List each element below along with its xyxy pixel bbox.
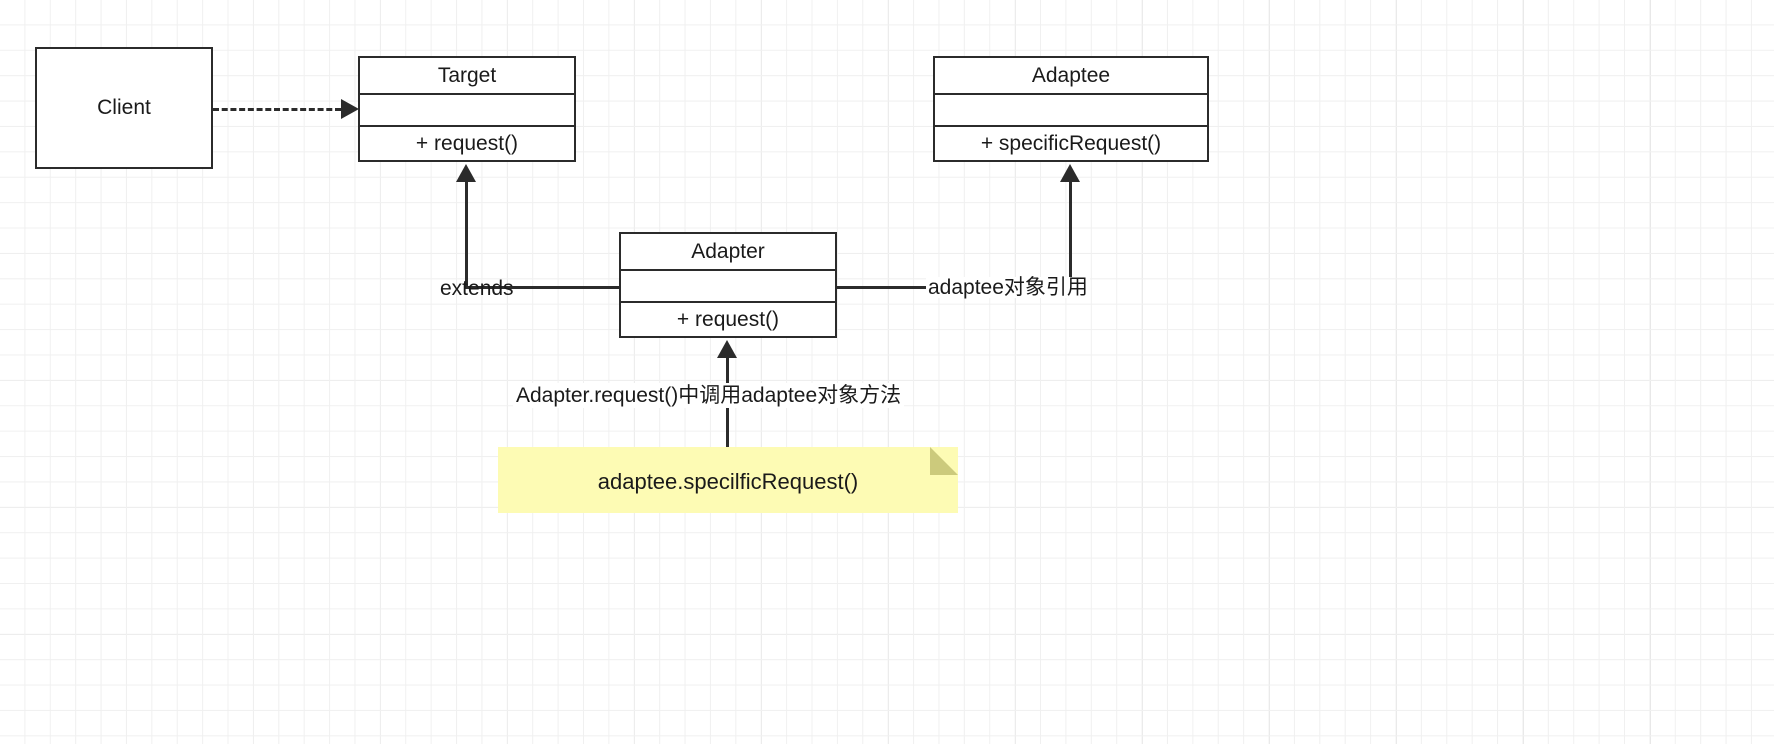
class-operations-target: + request() [415,131,519,155]
class-box-adaptee[interactable]: Adaptee + specificRequest() [933,56,1209,162]
class-attributes-adaptee-row [935,95,1207,127]
edge-label-extends: extends [440,277,514,300]
extends-line-vertical [465,180,468,288]
class-attributes-adapter-row [621,271,835,303]
class-operations-adapter: + request() [676,307,780,331]
extends-line-corner [465,286,535,289]
class-operations-adapter-row: + request() [621,303,835,335]
class-operations-adaptee-row: + specificRequest() [935,127,1207,159]
class-name-adapter: Adapter [691,240,765,263]
class-operations-target-row: + request() [360,127,574,159]
class-attributes-target-row [360,95,574,127]
note-connector-arrowhead [717,340,737,358]
adaptee-ref-arrowhead [1060,164,1080,182]
class-operations-adaptee: + specificRequest() [980,131,1162,155]
class-box-client[interactable]: Client [35,47,213,169]
edge-label-adaptee-ref: adaptee对象引用 [926,276,1090,299]
class-box-target[interactable]: Target + request() [358,56,576,162]
class-name-adaptee: Adaptee [1031,64,1111,87]
annotation-call-note: Adapter.request()中调用adaptee对象方法 [513,383,905,408]
sticky-note-text: adaptee.specilficRequest() [597,469,859,494]
extends-line-horizontal [533,286,621,289]
extends-arrowhead [456,164,476,182]
class-name-adaptee-row: Adaptee [935,58,1207,95]
class-name-target-row: Target [360,58,574,95]
class-name-target: Target [437,64,497,87]
sticky-note-fold-icon [930,447,958,475]
sticky-note[interactable]: adaptee.specilficRequest() [498,447,958,513]
class-name-adapter-row: Adapter [621,234,835,271]
class-box-adapter[interactable]: Adapter + request() [619,232,837,338]
dependency-arrowhead-client-target [341,99,359,119]
dependency-line-client-target [213,108,341,111]
adaptee-ref-line-horizontal [837,286,925,289]
class-name-client: Client [97,96,151,119]
adaptee-ref-line-vertical [1069,180,1072,288]
